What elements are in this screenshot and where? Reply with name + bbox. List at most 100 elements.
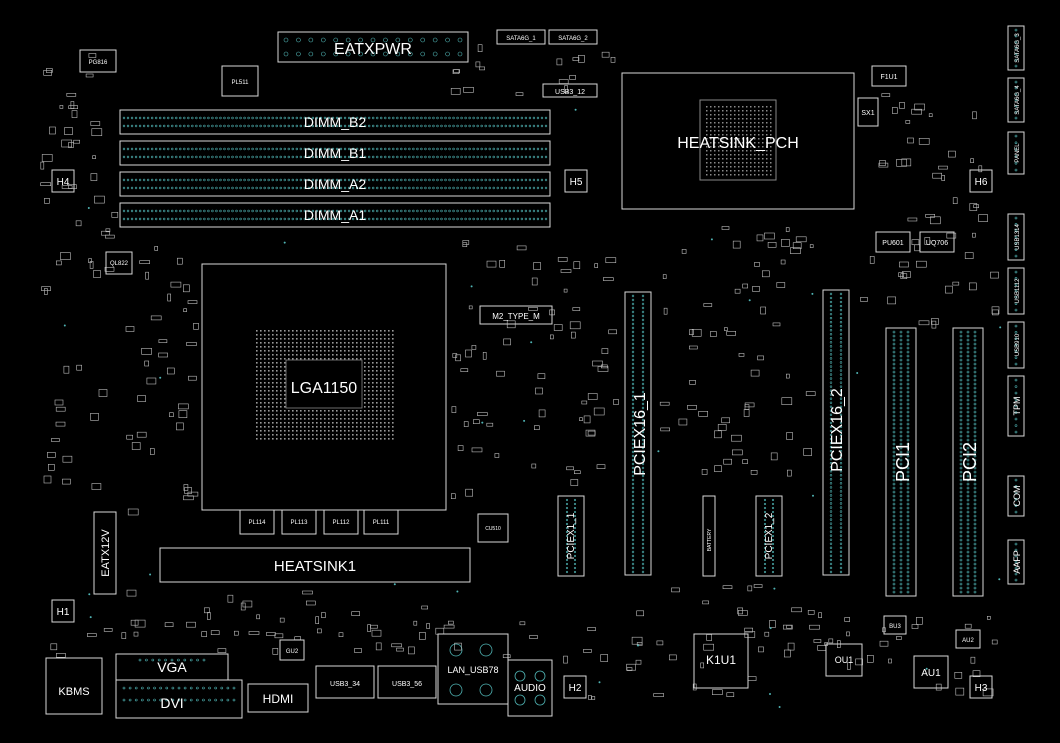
dimm-pin bbox=[311, 124, 315, 128]
dimm-pin bbox=[134, 124, 138, 128]
passive-component bbox=[703, 643, 715, 651]
slot-pin bbox=[641, 510, 645, 514]
bu3-chip bbox=[883, 615, 907, 635]
socket-pad bbox=[352, 346, 354, 348]
passive-component bbox=[187, 300, 198, 304]
passive-component bbox=[663, 307, 668, 315]
socket-pad bbox=[332, 430, 334, 432]
socket-pad bbox=[276, 438, 278, 440]
dimm-pin bbox=[211, 124, 214, 128]
dimm-pin bbox=[307, 124, 311, 128]
pch-pad bbox=[718, 130, 720, 132]
dimm-pin bbox=[516, 155, 520, 159]
dimm-pin bbox=[412, 186, 415, 190]
passive-component bbox=[723, 458, 733, 465]
dimm-pin bbox=[412, 178, 415, 182]
power-pin bbox=[296, 51, 301, 57]
dimm-pin bbox=[524, 124, 528, 128]
socket-pad bbox=[332, 358, 334, 360]
pch-pad bbox=[766, 162, 768, 164]
passive-component bbox=[475, 61, 481, 68]
socket-pad bbox=[300, 414, 302, 416]
passive-component bbox=[54, 399, 64, 406]
passive-component bbox=[158, 339, 168, 344]
slot-pin bbox=[771, 502, 775, 506]
connector-pin bbox=[202, 658, 206, 662]
socket-pad bbox=[332, 418, 334, 420]
socket-pad bbox=[388, 402, 390, 404]
slot-pin bbox=[966, 342, 970, 346]
pch-pad bbox=[726, 106, 728, 108]
pch-pad bbox=[722, 174, 724, 176]
socket-pad bbox=[372, 370, 374, 372]
dimm-pin bbox=[183, 124, 186, 128]
passive-component bbox=[605, 257, 617, 264]
dimm-pin bbox=[351, 124, 355, 128]
pch-pad bbox=[762, 162, 764, 164]
slot-pin bbox=[973, 546, 977, 550]
dimm-pin bbox=[528, 147, 532, 151]
passive-component bbox=[130, 619, 139, 626]
passive-component bbox=[902, 271, 911, 278]
dimm-pin bbox=[428, 147, 431, 151]
dimm-pin bbox=[335, 209, 339, 213]
slot-pin bbox=[906, 366, 910, 370]
slot-pin bbox=[959, 450, 963, 454]
dimm-pin bbox=[516, 217, 520, 221]
k1u1-label: K1U1 bbox=[706, 653, 736, 667]
sata6g-4-connector bbox=[1007, 77, 1025, 123]
socket-pad bbox=[372, 386, 374, 388]
slot-pin bbox=[966, 378, 970, 382]
socket-pad bbox=[360, 334, 362, 336]
passive-component bbox=[786, 432, 793, 440]
dimm-pin bbox=[516, 116, 520, 120]
passive-component bbox=[916, 616, 923, 625]
passive-component bbox=[817, 645, 827, 651]
socket-pad bbox=[308, 334, 310, 336]
slot-pin bbox=[899, 410, 903, 414]
pch-pad bbox=[714, 150, 716, 152]
socket-pad bbox=[336, 338, 338, 340]
dimm-pin bbox=[392, 147, 395, 151]
dimm-pin bbox=[283, 178, 286, 182]
slot-pin bbox=[631, 358, 635, 362]
socket-pad bbox=[368, 366, 370, 368]
pch-pad bbox=[718, 150, 720, 152]
socket-pad bbox=[256, 342, 258, 344]
socket-pad bbox=[260, 398, 262, 400]
socket-pad bbox=[368, 410, 370, 412]
dimm-pin bbox=[508, 186, 512, 190]
passive-component bbox=[747, 676, 757, 681]
slot-pin bbox=[829, 337, 833, 340]
pch-pad bbox=[758, 146, 760, 148]
socket-pad bbox=[372, 394, 374, 396]
dimm-pin bbox=[496, 186, 499, 190]
socket-pad bbox=[256, 346, 258, 348]
socket-pad bbox=[388, 438, 390, 440]
socket-pad bbox=[304, 350, 306, 352]
dimm-pin bbox=[235, 178, 238, 182]
dimm-pin bbox=[323, 209, 327, 213]
pch-pad bbox=[722, 114, 724, 116]
slot-pin bbox=[966, 558, 970, 562]
slot-pin bbox=[906, 534, 910, 538]
socket-pad bbox=[324, 342, 326, 344]
dimm-pin bbox=[444, 178, 447, 182]
passive-component bbox=[653, 693, 665, 697]
passive-component bbox=[90, 412, 99, 421]
header-pin bbox=[1014, 277, 1018, 280]
passive-component bbox=[583, 649, 592, 653]
dimm-pin bbox=[400, 147, 403, 151]
dimm-pin bbox=[363, 116, 367, 120]
socket-pad bbox=[376, 334, 378, 336]
pch-pad bbox=[754, 150, 756, 152]
slot-pin bbox=[959, 554, 963, 558]
passive-component bbox=[447, 620, 454, 625]
dimm-pin bbox=[287, 147, 290, 151]
dimm-pin bbox=[211, 186, 214, 190]
socket-pad bbox=[260, 366, 262, 368]
socket-pad bbox=[328, 438, 330, 440]
dimm-pin bbox=[167, 124, 170, 128]
slot-pin bbox=[966, 534, 970, 538]
slot-pin bbox=[973, 578, 977, 582]
